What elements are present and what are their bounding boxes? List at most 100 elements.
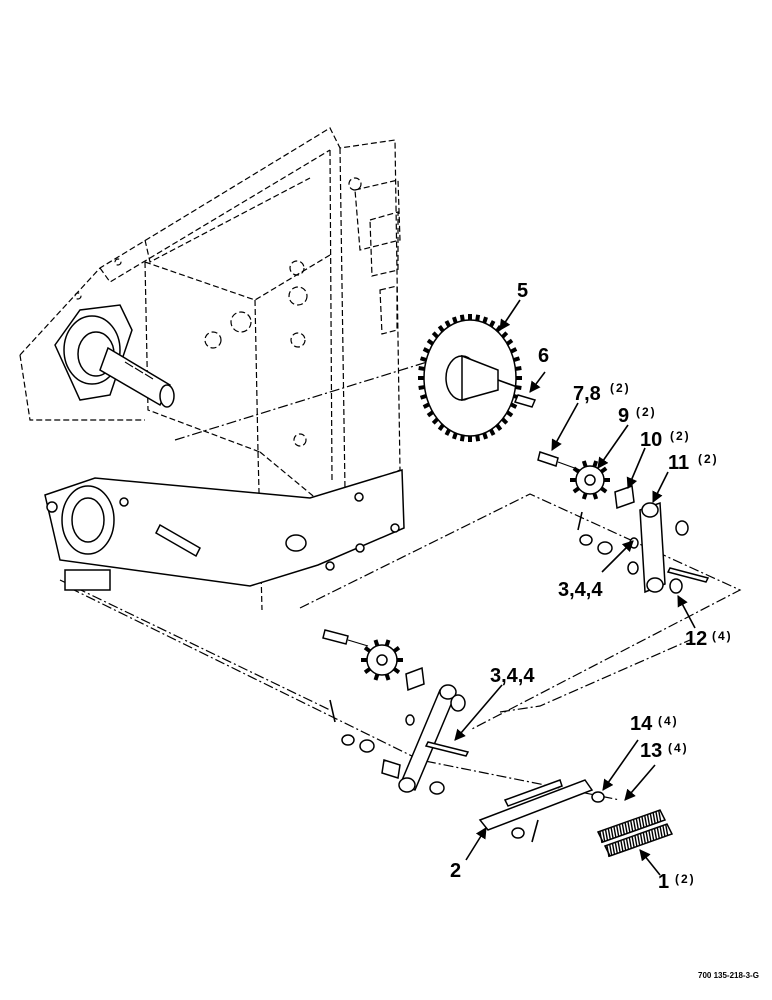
- callout-number: 13: [640, 740, 662, 762]
- sprocket-tooth: [515, 366, 522, 371]
- spring-coil: [656, 827, 661, 840]
- upper-idler-stack: [537, 451, 710, 594]
- sprocket-tooth: [392, 667, 401, 674]
- callout-number: 12: [685, 628, 707, 650]
- sprocket-tooth: [600, 466, 608, 474]
- callout-number: 3,4,4: [490, 665, 535, 687]
- spring-coil: [617, 841, 621, 854]
- callout-number: 5: [517, 280, 528, 302]
- spring-coil: [630, 820, 634, 833]
- sprocket-tooth: [506, 338, 514, 346]
- sprocket-tooth: [581, 492, 588, 500]
- spring-coil: [651, 829, 655, 842]
- spring-coil: [609, 844, 613, 857]
- idler-arm-frame: [44, 468, 405, 591]
- sprocket-tooth: [501, 331, 509, 339]
- spring-coil: [611, 843, 616, 856]
- sprocket-tooth: [418, 366, 425, 371]
- spring-coil: [618, 824, 623, 837]
- sprocket-tooth: [422, 402, 430, 409]
- callout-number: 3,4,4: [558, 579, 603, 601]
- spring-coil: [655, 811, 659, 824]
- spring-coil: [599, 831, 603, 844]
- sprocket-tooth: [581, 460, 588, 468]
- spring-coil: [606, 845, 610, 858]
- sprocket-tooth: [482, 316, 488, 324]
- callout-number: 10: [640, 429, 662, 451]
- lower-idler-stack: [322, 629, 525, 839]
- callout-qty: (4): [668, 741, 689, 755]
- tension-springs: [596, 809, 674, 858]
- sprocket-tooth: [510, 347, 518, 354]
- sprocket-tooth: [600, 486, 608, 494]
- sprocket-tooth: [418, 385, 425, 390]
- callout-number: 1: [658, 871, 669, 893]
- spring-coil: [641, 816, 645, 829]
- sprocket-tooth: [459, 314, 465, 322]
- sprocket-tooth: [506, 410, 514, 418]
- spring-coil: [620, 840, 624, 853]
- callout-number: 7,8: [573, 383, 601, 405]
- sprocket-tooth: [419, 356, 427, 362]
- sprocket-tooth: [422, 347, 430, 354]
- sprocket-tooth: [489, 320, 496, 328]
- spring-coil: [662, 825, 666, 838]
- spring-coil: [632, 819, 637, 832]
- sprocket-tooth: [452, 432, 458, 440]
- callout-qty: (4): [712, 629, 733, 643]
- reference-code: 700 135-218-3-G: [698, 971, 759, 980]
- spring-coil: [610, 827, 614, 840]
- callout-qty: (2): [698, 452, 719, 466]
- callout-qty: (2): [610, 381, 631, 395]
- spring-coil: [634, 835, 638, 848]
- spring-coil: [602, 830, 606, 843]
- sprocket-tooth: [572, 486, 580, 494]
- spring-coil: [645, 831, 649, 844]
- callout-qty: (2): [636, 405, 657, 419]
- frame-housing: [19, 127, 401, 611]
- spring-coil: [652, 812, 656, 825]
- sprocket-tooth: [459, 434, 465, 442]
- callout-number: 14: [630, 713, 653, 735]
- sprocket-tooth: [475, 314, 481, 322]
- spring-coil: [613, 826, 617, 839]
- sprocket-tooth: [592, 492, 599, 500]
- spring-coil: [604, 829, 609, 842]
- callout-number: 2: [450, 860, 461, 882]
- sprocket-tooth: [426, 410, 434, 418]
- spring-coil: [624, 822, 628, 835]
- large-sprocket: [418, 314, 522, 442]
- shaft-key: [513, 394, 537, 408]
- spring-coil: [625, 838, 630, 851]
- spring-coil: [621, 823, 626, 836]
- sprocket-tooth: [444, 320, 451, 328]
- sprocket-tooth: [482, 432, 488, 440]
- bearing-assembly: [54, 304, 175, 408]
- sprocket-tooth: [392, 646, 401, 653]
- spring-coil: [649, 813, 654, 826]
- spring-coil: [635, 818, 640, 831]
- spring-coil: [628, 837, 633, 850]
- callout-qty: (2): [670, 429, 691, 443]
- spring-bracket: [478, 779, 605, 831]
- sprocket-tooth: [444, 428, 451, 436]
- spring-coil: [653, 828, 658, 841]
- spring-coil: [637, 834, 641, 847]
- sprocket-tooth: [437, 325, 445, 333]
- sprocket-tooth: [431, 417, 439, 425]
- spring-coil: [644, 815, 648, 828]
- sprocket-tooth: [475, 434, 481, 442]
- sprocket-tooth: [431, 331, 439, 339]
- sprocket-tooth: [373, 639, 380, 647]
- spring-coil: [659, 826, 663, 839]
- sprocket-tooth: [513, 356, 521, 362]
- callout-number: 9: [618, 405, 629, 427]
- sprocket-tooth: [373, 673, 380, 681]
- sprocket-tooth: [384, 639, 391, 647]
- spring-coil: [614, 842, 619, 855]
- callout-number: 11: [668, 452, 689, 474]
- sprocket-tooth: [363, 667, 372, 674]
- spring-coil: [638, 817, 642, 830]
